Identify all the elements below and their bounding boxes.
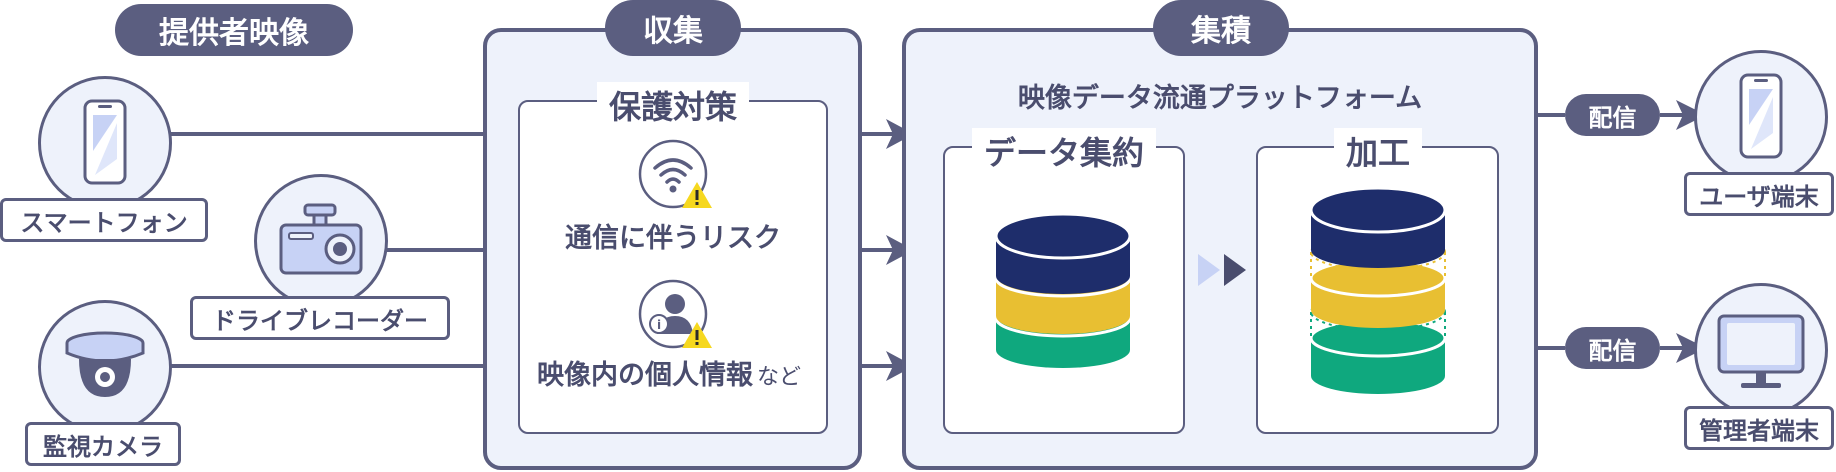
surveillance-circle [38,300,172,434]
privacy-risk-suffix: など [757,365,802,390]
delivery-pill-user: 配信 [1565,94,1660,136]
svg-text:i: i [657,318,661,332]
surveillance-label: 監視カメラ [25,422,181,466]
source-video-header: 提供者映像 [115,4,353,56]
arrow-right-icon [886,235,914,265]
aggregation-title: データ集約 [971,128,1157,174]
privacy-risk-main: 映像内の個人情報 [537,360,753,391]
privacy-risk-text: 映像内の個人情報など [537,353,801,392]
arrow-right-icon [1676,100,1706,130]
admin-terminal-circle [1694,283,1828,417]
protection-title: 保護対策 [596,82,750,128]
delivery-pill-admin: 配信 [1565,327,1660,369]
smartphone-icon [1739,73,1783,159]
processing-title: 加工 [1333,128,1423,174]
platform-title: 映像データ流通プラットフォーム [1017,83,1423,114]
smartphone-circle [38,76,172,210]
dashcam-icon [279,203,363,275]
dome-camera-icon [65,331,145,397]
user-terminal-circle [1694,50,1828,184]
admin-terminal-label: 管理者端末 [1684,406,1834,450]
dashcam-label: ドライブレコーダー [190,296,450,340]
smartphone-icon [83,99,127,185]
collect-header: 収集 [605,0,741,56]
person-warning-icon: i [638,279,712,349]
database-icon [994,212,1132,368]
arrow-right-icon [886,351,914,381]
wifi-warning-icon [638,139,712,209]
arrow-right-icon [886,119,914,149]
smartphone-label: スマートフォン [0,198,208,242]
dashcam-circle [254,174,388,308]
aggregate-header: 集積 [1153,0,1289,56]
comm-risk-text: 通信に伴うリスク [565,223,781,254]
arrow-right-icon [1676,333,1706,363]
double-arrow-icon [1198,254,1246,286]
monitor-icon [1717,314,1805,388]
user-terminal-label: ユーザ端末 [1684,172,1834,216]
processed-database-icon [1309,186,1447,394]
